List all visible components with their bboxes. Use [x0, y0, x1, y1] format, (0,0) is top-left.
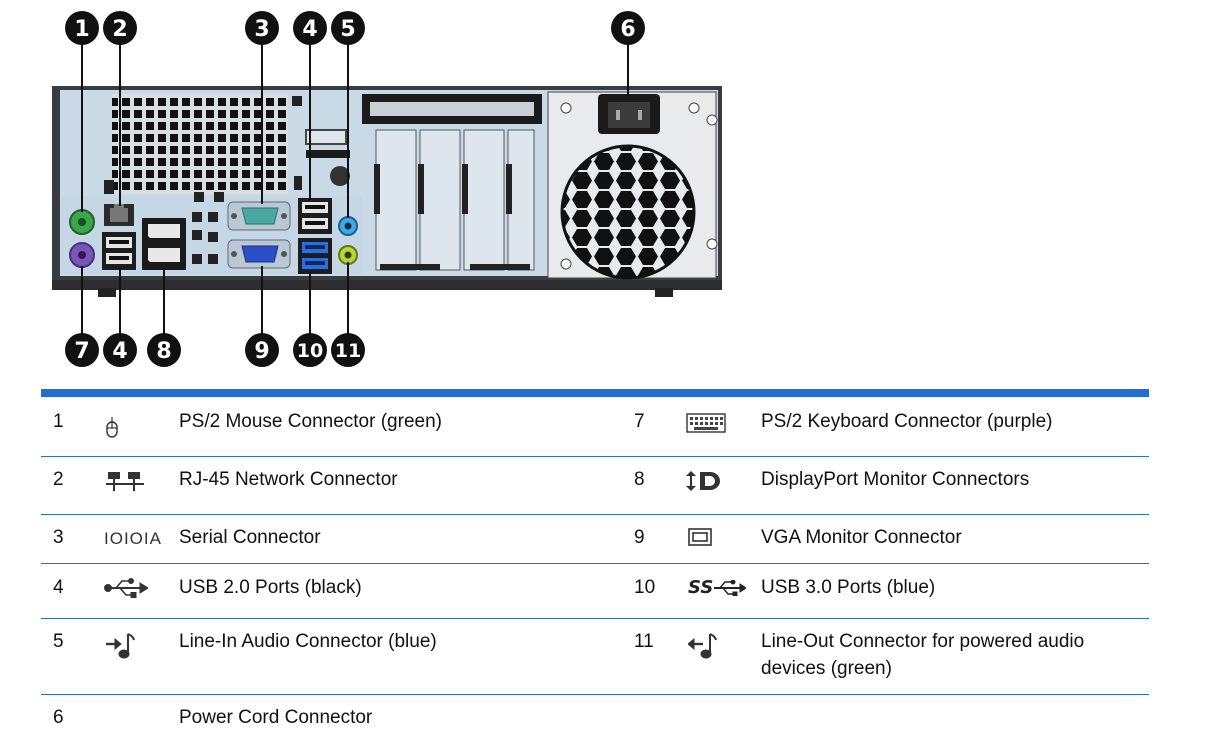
line-in-jack: [338, 216, 358, 236]
mouse-icon: [106, 417, 118, 438]
svg-text:4: 4: [302, 17, 317, 42]
legend-number: 6: [53, 707, 64, 728]
svg-text:11: 11: [335, 340, 361, 362]
svg-text:10: 10: [297, 340, 323, 362]
legend-label: PS/2 Keyboard Connector (purple): [761, 411, 1053, 432]
legend-label: VGA Monitor Connector: [761, 527, 962, 548]
legend-row: [41, 563, 1149, 619]
callout-7: 7: [65, 333, 99, 367]
displayport-ports: [142, 218, 186, 270]
legend-number: 5: [53, 631, 64, 652]
callout-1: 1: [65, 11, 99, 45]
line-out-jack: [338, 245, 358, 265]
svg-text:5: 5: [340, 17, 355, 42]
legend-row: [41, 618, 1149, 695]
line-in-icon: [106, 633, 135, 659]
keyboard-icon: [686, 413, 726, 433]
svg-text:2: 2: [112, 17, 127, 42]
callout-4-top: 4: [293, 11, 327, 45]
callout-9: 9: [245, 333, 279, 367]
usb3-icon-text: SS: [688, 577, 714, 598]
legend-number: 2: [53, 469, 64, 490]
callout-11: 11: [331, 333, 365, 367]
legend-number: 10: [634, 577, 656, 598]
power-supply: [547, 91, 718, 280]
legend-label: DisplayPort Monitor Connectors: [761, 469, 1030, 490]
callout-3: 3: [245, 11, 279, 45]
callout-5: 5: [331, 11, 365, 45]
serial-icon: IOIOIA: [104, 529, 162, 548]
svg-text:1: 1: [74, 17, 89, 42]
legend-row: [41, 514, 1149, 564]
usb-icon: [104, 578, 148, 598]
svg-text:3: 3: [254, 17, 269, 42]
svg-text:8: 8: [156, 339, 171, 364]
usb3-trident-icon: [714, 580, 746, 596]
usb2-ports-right: [298, 198, 332, 234]
callout-8: 8: [147, 333, 181, 367]
vent-grid: [112, 94, 288, 194]
callout-6: 6: [611, 11, 645, 45]
svg-text:6: 6: [620, 17, 635, 42]
legend-row: [41, 397, 1149, 457]
computer-rear-panel-diagram: 1 2 3 4 5 6 7 4 8 9 10 11: [52, 11, 722, 367]
line-out-icon: [688, 633, 717, 659]
rj45-port: [104, 204, 134, 226]
legend-label: Power Cord Connector: [179, 707, 373, 728]
legend-label: Serial Connector: [179, 527, 321, 548]
legend-top-rule: [41, 389, 1149, 397]
callout-10: 10: [293, 333, 327, 367]
leader-lines: [81, 40, 629, 340]
legend-number: 1: [53, 411, 64, 432]
callout-2: 2: [103, 11, 137, 45]
legend-number: 11: [634, 631, 654, 652]
legend-number: 4: [53, 577, 64, 598]
svg-text:7: 7: [74, 339, 89, 364]
displayport-icon: [686, 471, 720, 491]
legend-label: Line-Out Connector for powered audio dev…: [761, 631, 1085, 679]
legend-number: 8: [634, 469, 645, 490]
legend-label: USB 2.0 Ports (black): [179, 577, 362, 598]
usb3-ports: [298, 238, 332, 274]
network-icon: [106, 472, 144, 491]
legend-number: 7: [634, 411, 645, 432]
svg-text:9: 9: [254, 339, 269, 364]
expansion-slots: [362, 94, 542, 271]
legend-label: RJ-45 Network Connector: [179, 469, 398, 490]
usb2-ports-left: [102, 232, 136, 270]
ps2-keyboard-port: [69, 242, 95, 268]
callout-4-bottom: 4: [103, 333, 137, 367]
legend-row: [41, 456, 1149, 515]
legend-label: PS/2 Mouse Connector (green): [179, 411, 442, 432]
ps2-mouse-port: [69, 209, 95, 235]
usb3-icon: SS: [688, 574, 748, 602]
serial-port: [227, 201, 291, 231]
svg-text:4: 4: [112, 339, 127, 364]
vga-port: [227, 239, 291, 269]
legend-label: USB 3.0 Ports (blue): [761, 577, 936, 598]
legend-label: Line-In Audio Connector (blue): [179, 631, 437, 652]
vga-icon: [688, 528, 712, 546]
legend-number: 3: [53, 527, 64, 548]
legend-number: 9: [634, 527, 645, 548]
